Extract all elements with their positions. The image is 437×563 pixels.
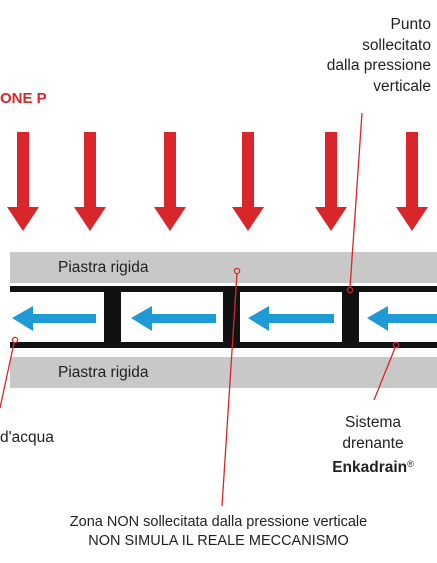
drainage-system-callout: Sistema drenante Enkadrain® bbox=[313, 413, 433, 479]
pressure-label: ONE P bbox=[0, 90, 47, 107]
arrow-down-icon bbox=[154, 132, 186, 231]
core-stud bbox=[223, 286, 240, 348]
leader-line-system bbox=[373, 347, 396, 401]
registered-mark: ® bbox=[407, 459, 414, 469]
zone-note: Zona NON sollecitata dalla pressione ver… bbox=[0, 513, 437, 551]
arrow-down-icon bbox=[74, 132, 106, 231]
arrow-left-icon bbox=[248, 306, 334, 331]
pressure-point-line3: dalla pressione bbox=[326, 57, 431, 74]
leader-dot-zone bbox=[233, 267, 241, 275]
core-stud bbox=[342, 286, 359, 348]
arrow-down-icon bbox=[232, 132, 264, 231]
leader-lines bbox=[0, 112, 400, 507]
leader-line-point bbox=[349, 112, 363, 289]
arrow-down-icon bbox=[315, 132, 347, 231]
arrow-left-icon bbox=[12, 306, 96, 331]
leader-dot-point bbox=[346, 286, 354, 294]
pressure-point-callout: Punto sollecitato dalla pressione vertic… bbox=[251, 15, 431, 97]
system-brand-name: Enkadrain bbox=[332, 459, 408, 476]
zone-note-line2: NON SIMULA IL REALE MECCANISMO bbox=[88, 533, 349, 549]
system-label-line2: drenante bbox=[342, 434, 404, 452]
leader-line-water bbox=[0, 342, 15, 409]
pressure-point-line1: Punto bbox=[390, 16, 431, 33]
leader-line-zone bbox=[221, 272, 238, 507]
top-plate-label: Piastra rigida bbox=[58, 259, 149, 276]
pressure-arrows bbox=[7, 132, 428, 231]
arrow-left-icon bbox=[131, 306, 216, 331]
core-stud bbox=[104, 286, 121, 348]
leader-dot-system bbox=[392, 341, 400, 349]
system-brand: Enkadrain® bbox=[313, 454, 433, 479]
zone-note-line1: Zona NON sollecitata dalla pressione ver… bbox=[69, 514, 368, 530]
pressure-point-line2: sollecitato bbox=[362, 36, 431, 54]
arrow-down-icon bbox=[7, 132, 39, 231]
bottom-plate-label: Piastra rigida bbox=[58, 364, 149, 381]
core-studs bbox=[104, 286, 359, 348]
system-label-line1: Sistema bbox=[345, 414, 401, 431]
top-rigid-plate bbox=[10, 252, 437, 283]
pressure-point-line4: verticale bbox=[373, 77, 431, 95]
leader-dot-water bbox=[11, 336, 19, 344]
arrow-down-icon bbox=[396, 132, 428, 231]
flow-arrows bbox=[12, 306, 437, 331]
water-label: d'acqua bbox=[0, 429, 54, 446]
bottom-rigid-plate bbox=[10, 357, 437, 388]
arrow-left-icon bbox=[367, 306, 437, 331]
